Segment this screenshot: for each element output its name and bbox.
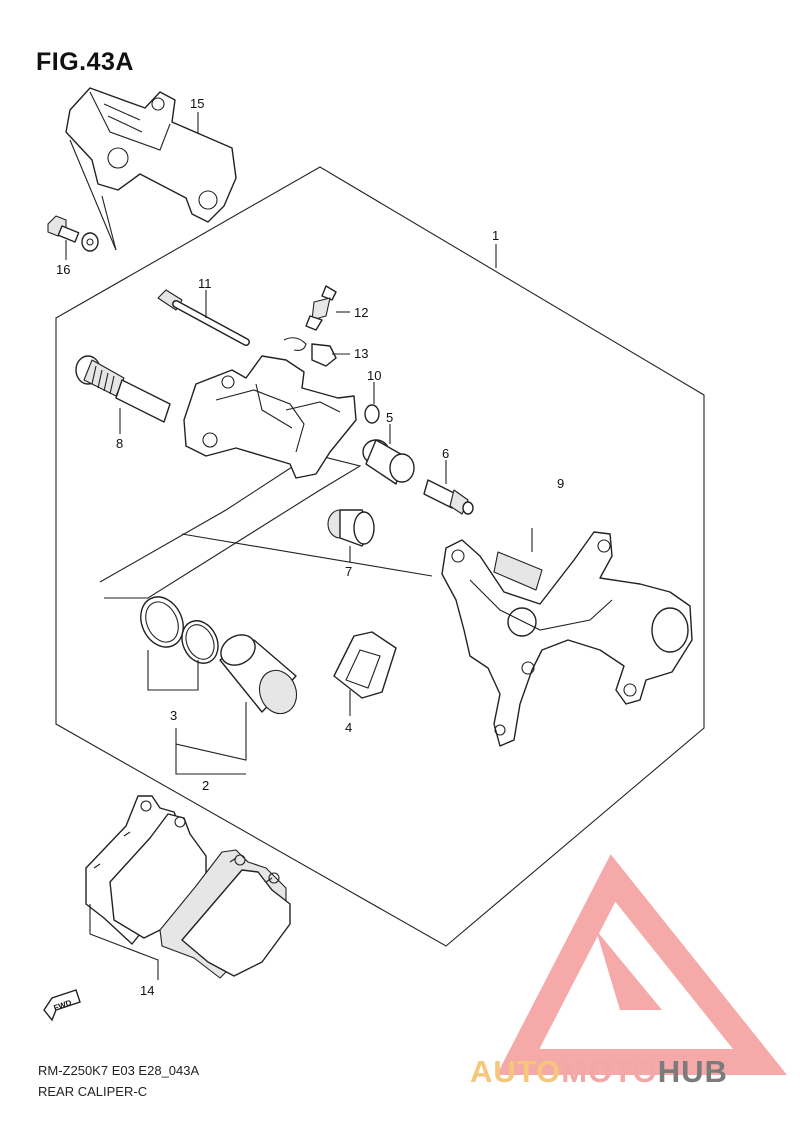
callout-13: 13 [354, 346, 368, 361]
part-3-seals [140, 596, 219, 664]
callout-3: 3 [170, 708, 177, 723]
callout-1: 1 [492, 228, 499, 243]
part-2-leader [175, 702, 247, 761]
part-11-pin [157, 289, 250, 346]
callout-12: 12 [354, 305, 368, 320]
callout-11: 11 [198, 276, 212, 291]
callout-9: 9 [557, 476, 564, 491]
part-8-pin [75, 355, 171, 423]
part-15-bracket [65, 87, 237, 223]
diagram-caption: REAR CALIPER-C [38, 1084, 148, 1099]
part-4-pad-spring [333, 631, 397, 699]
figure-title: FIG.43A [36, 48, 134, 76]
caliper-body [183, 355, 357, 479]
part-12-bleeder [305, 285, 337, 331]
fwd-arrow-icon: FWD [43, 989, 81, 1022]
part-16-bolt [47, 215, 99, 252]
piston-group-outline [99, 453, 362, 599]
assembly-outline [55, 166, 705, 947]
callout-5: 5 [386, 410, 393, 425]
watermark-text: AUTOMOTOHUB [470, 1054, 728, 1089]
part-13-cap [283, 337, 337, 367]
part-2-piston [219, 634, 298, 715]
callout-14: 14 [140, 983, 154, 998]
callout-16: 16 [56, 262, 70, 277]
callout-2: 2 [202, 778, 209, 793]
callout-10: 10 [367, 368, 381, 383]
part-7-boot [327, 509, 375, 547]
part-10-ring [364, 404, 380, 424]
part-6-pin [423, 479, 474, 515]
diagram-code: RM-Z250K7 E03 E28_043A [38, 1063, 200, 1078]
part-5-sleeve [362, 439, 415, 485]
part-14-brake-pads [85, 795, 291, 979]
part-9-caliper-bracket [441, 531, 693, 747]
pad-retainer-group-lines [181, 533, 433, 577]
part-3-leader [147, 650, 199, 691]
watermark-logo [496, 854, 788, 1075]
part-2-bracket [175, 744, 246, 775]
callout-6: 6 [442, 446, 449, 461]
callout-4: 4 [345, 720, 352, 735]
callout-7: 7 [345, 564, 352, 579]
part-14-leader [89, 904, 159, 980]
callout-8: 8 [116, 436, 123, 451]
callout-15: 15 [190, 96, 204, 111]
